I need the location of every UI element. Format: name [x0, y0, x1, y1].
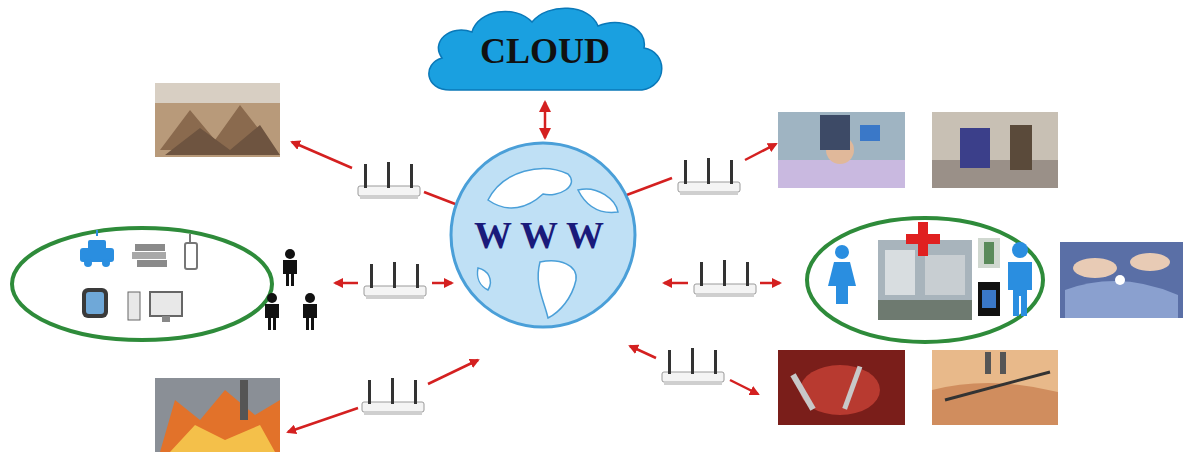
globe-circle: WWW [448, 140, 638, 330]
hospital-group-outline [807, 218, 1043, 342]
node-label: WWW [474, 213, 612, 257]
device-icons [80, 230, 197, 322]
fire-photo [155, 378, 280, 452]
disaster-photo [155, 83, 280, 157]
connector-arrow [544, 102, 547, 138]
node-label: CLOUD [480, 30, 610, 72]
network-arrows [288, 142, 780, 432]
patient-photo [778, 112, 905, 188]
people-icons [265, 249, 317, 330]
cloud-shape: CLOUD [420, 2, 670, 100]
hospital-room-photo [932, 112, 1058, 188]
open-surgery-photo [778, 350, 905, 425]
surgery-hands-photo [1060, 242, 1183, 318]
device-group-outline [12, 228, 272, 340]
laparoscopy-photo [932, 350, 1058, 425]
hospital-icons [828, 222, 1032, 320]
